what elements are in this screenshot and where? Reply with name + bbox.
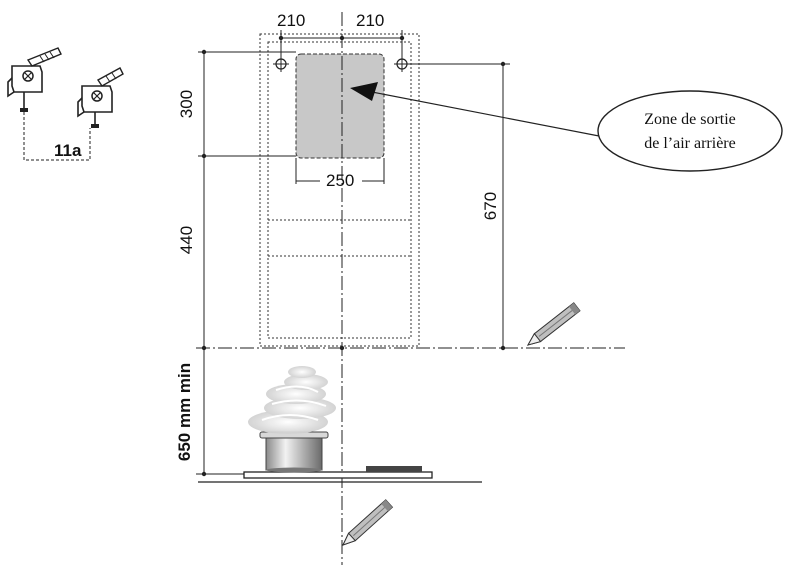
callout-line-1: Zone de sortie	[644, 111, 736, 128]
callout-leader	[371, 91, 600, 137]
lower-height-value: 440	[177, 226, 196, 254]
left-offset-value: 210	[277, 11, 305, 30]
screw-hole-icon	[273, 56, 289, 72]
pencil-icon	[342, 499, 394, 546]
callout-arrowhead	[350, 82, 378, 101]
air-outlet-zone	[295, 53, 385, 159]
part-label: 11a	[54, 141, 82, 160]
hood-outline	[259, 33, 420, 347]
pot-icon	[259, 431, 329, 473]
wall-bracket-icon	[7, 47, 62, 112]
callout-line-2: de l’air arrière	[644, 135, 735, 152]
steam-icon	[248, 366, 336, 434]
hood-inner-outline	[267, 41, 412, 339]
hob-icon	[198, 466, 482, 483]
bracket-leader	[23, 112, 91, 161]
total-height-value: 670	[481, 192, 500, 220]
min-clearance-value: 650 mm min	[175, 363, 194, 461]
outlet-height-value: 300	[177, 90, 196, 118]
outlet-width-value: 250	[326, 171, 354, 190]
wall-bracket-icon	[77, 67, 124, 128]
right-offset-value: 210	[356, 11, 384, 30]
pencil-icon	[526, 302, 581, 346]
callout-bubble	[597, 90, 783, 172]
